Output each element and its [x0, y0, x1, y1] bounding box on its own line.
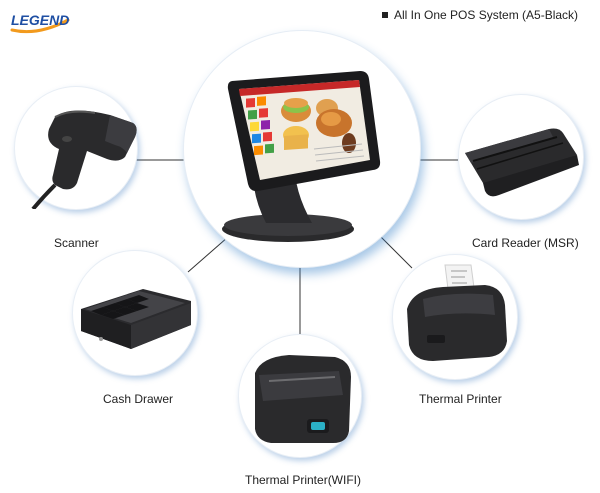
bullet-square-icon	[382, 11, 388, 18]
thermal-printer-wifi-circle	[238, 334, 362, 458]
cash-drawer-circle	[72, 250, 198, 376]
thermal-printer-image	[407, 264, 507, 361]
central-pos-circle	[183, 30, 421, 268]
thermal-printer-circle	[392, 254, 518, 380]
scanner-circle	[14, 86, 138, 210]
thermal-printer-wifi-label: Thermal Printer(WIFI)	[245, 473, 362, 487]
brand-logo: LEGEND	[8, 6, 74, 36]
thermal-printer-wifi-image	[255, 355, 351, 443]
scanner-label: Scanner	[54, 236, 99, 250]
card-reader-circle	[458, 94, 584, 220]
logo-text: LEGEND	[11, 12, 69, 28]
headline-text: All In One POS System (A5-Black)	[394, 8, 579, 22]
cash-drawer-label: Cash Drawer	[103, 392, 174, 406]
cash-drawer-image	[81, 289, 191, 349]
pos-terminal-image	[222, 71, 381, 242]
card-reader-image	[465, 128, 579, 197]
barcode-scanner-image	[31, 110, 137, 209]
card-reader-label: Card Reader (MSR)	[472, 236, 579, 250]
thermal-printer-label: Thermal Printer	[419, 392, 502, 406]
page-title: All In One POS System (A5-Black)	[382, 8, 578, 22]
